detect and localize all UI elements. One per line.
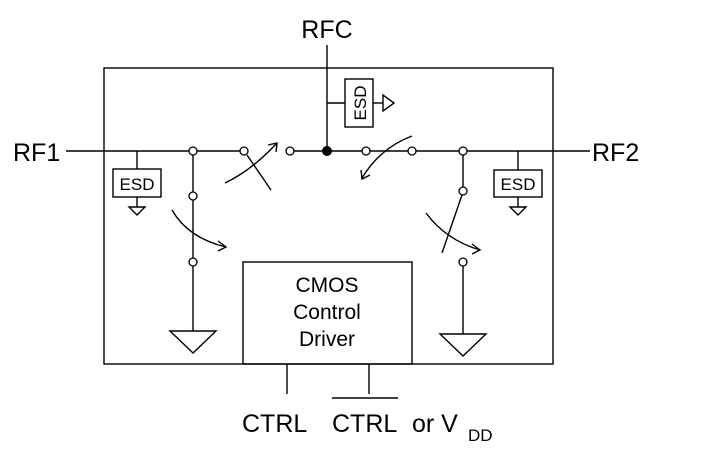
driver-line3: Driver — [299, 328, 355, 351]
driver-line2: Control — [293, 301, 361, 324]
switch-nodes — [188, 146, 468, 267]
rfc-junction-dot — [322, 146, 332, 156]
rf1-label: RF1 — [13, 139, 60, 167]
rfc-label: RFC — [301, 16, 352, 44]
rf2-series-arrowhead — [360, 169, 371, 181]
node — [188, 146, 198, 156]
node — [361, 146, 371, 156]
rf2-esd-label: ESD — [501, 175, 536, 194]
node — [458, 186, 468, 196]
rf2-esd-ground-icon — [508, 206, 528, 216]
rfc-esd-block: ESD — [344, 78, 374, 128]
rf2-series-arrow — [361, 135, 413, 179]
rf2-shunt-arrowhead — [471, 243, 482, 255]
ctrl-bar-label: CTRL — [332, 410, 397, 438]
node — [285, 146, 295, 156]
node — [407, 146, 417, 156]
or-vdd-label: or V — [412, 410, 458, 438]
rfc-esd-label: ESD — [351, 86, 370, 121]
rf2-shunt-ground-icon — [438, 333, 488, 357]
node — [188, 257, 198, 267]
rf1-esd-label: ESD — [120, 175, 155, 194]
rf1-esd-ground-icon — [127, 206, 147, 216]
rf1-shunt-arrow — [171, 209, 227, 248]
rf1-series-switch-blade — [246, 154, 272, 191]
rf1-series-arrowhead — [267, 142, 278, 153]
ctrl-label: CTRL — [242, 410, 307, 438]
node — [458, 257, 468, 267]
cmos-driver-block — [242, 261, 413, 365]
vdd-subscript: DD — [468, 426, 493, 445]
rf1-shunt-arrowhead — [217, 240, 228, 252]
rf2-shunt-switch-blade — [441, 194, 463, 254]
rf2-label: RF2 — [592, 139, 639, 167]
node — [239, 146, 249, 156]
rfc-esd-ground-icon — [382, 93, 396, 113]
rf2-shunt-arrow — [425, 212, 481, 251]
rf1-series-arrow — [224, 143, 277, 184]
node — [188, 191, 198, 201]
node — [458, 146, 468, 156]
driver-line1: CMOS — [296, 274, 359, 297]
rf1-shunt-ground-icon — [168, 330, 218, 354]
